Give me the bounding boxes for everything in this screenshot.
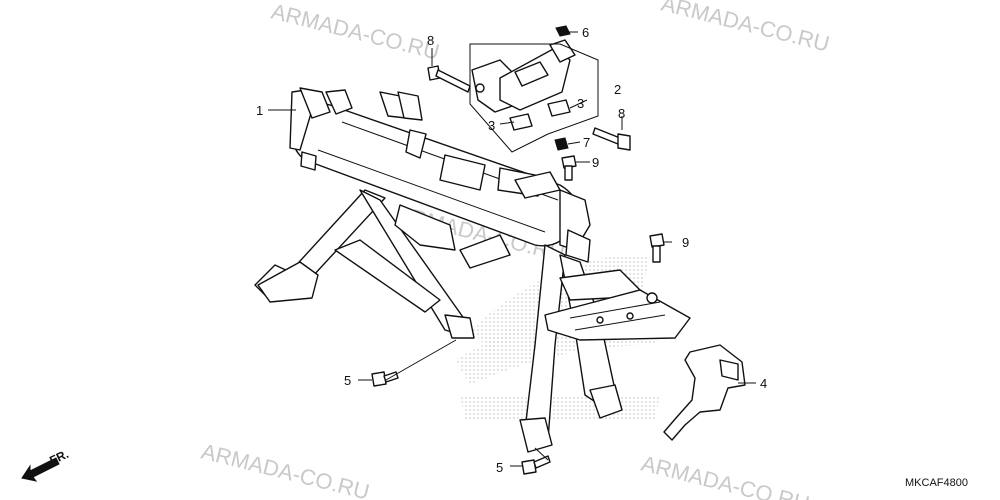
bolt-5-left <box>371 371 399 387</box>
callout-2: 2 <box>614 82 621 97</box>
nut-7 <box>554 137 569 151</box>
callouts: 1 8 6 2 3 3 8 7 9 9 4 5 5 <box>256 25 767 475</box>
watermark-bottom-right: ARMADA-CO.RU <box>639 451 812 500</box>
bolt-8-upper <box>427 65 471 93</box>
callout-5-bottom: 5 <box>496 460 503 475</box>
bracket-part-2 <box>471 25 576 131</box>
callout-8-upper: 8 <box>427 33 434 48</box>
callout-8-lower: 8 <box>618 106 625 121</box>
bolt-9-upper <box>561 155 577 181</box>
callout-4: 4 <box>760 376 767 391</box>
arrow-left-icon <box>21 457 60 482</box>
callout-3-right: 3 <box>577 96 584 111</box>
front-direction-indicator: FR. <box>21 447 71 482</box>
watermark-top-right: ARMADA-CO.RU <box>659 0 832 57</box>
hook-bracket-part-4 <box>663 344 746 441</box>
bolt-8-lower <box>592 127 631 151</box>
callout-5-left: 5 <box>344 373 351 388</box>
callout-6: 6 <box>582 25 589 40</box>
callout-3-left: 3 <box>488 118 495 133</box>
leader-lines <box>268 31 756 467</box>
callout-9-right: 9 <box>682 235 689 250</box>
bolt-5-bottom <box>521 455 551 475</box>
callout-1: 1 <box>256 103 263 118</box>
bolt-9-right <box>649 233 665 263</box>
watermark-top-center: ARMADA-CO.RU <box>269 0 442 65</box>
diagram-code: MKCAF4800 <box>905 477 968 489</box>
direction-label: FR. <box>47 447 70 468</box>
watermark-bottom-left: ARMADA-CO.RU <box>199 439 372 500</box>
main-frame-part-1 <box>254 87 691 453</box>
callout-9-upper: 9 <box>592 155 599 170</box>
callout-7: 7 <box>583 135 590 150</box>
